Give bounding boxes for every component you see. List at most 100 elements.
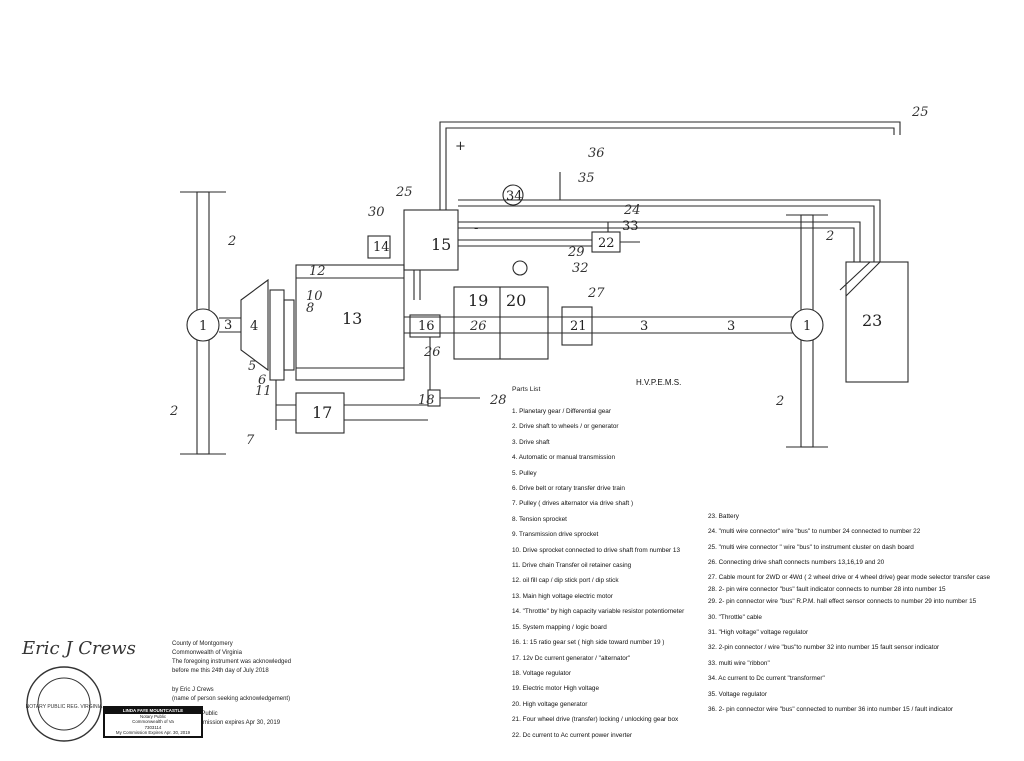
part-item: 7. Pulley ( drives alternator via drive …: [512, 500, 634, 508]
label-30: 30: [368, 205, 385, 220]
stamp-line: Commonwealth of Va: [132, 719, 174, 725]
motor-generator-19-20: [453, 286, 549, 360]
part-item: 20. High voltage generator: [512, 700, 588, 708]
label-36: 36: [588, 146, 605, 161]
throttle-14: [367, 235, 391, 259]
part-item: 9. Transmission drive sprocket: [512, 531, 599, 539]
signature: Eric J Crews: [22, 638, 136, 659]
label-10: 10: [306, 289, 323, 304]
part-item: 33. multi wire "ribbon": [708, 659, 770, 667]
right-differential: [790, 308, 824, 342]
label-24: 24: [623, 203, 641, 218]
diagram-title: H.V.P.E.M.S.: [636, 378, 681, 387]
part-item: 12. oil fill cap / dip stick port / dip …: [512, 577, 619, 585]
stamp-line: Notary Public: [139, 713, 167, 719]
label-1a: 1: [199, 319, 207, 334]
label-1b: 1: [803, 319, 811, 334]
label-27: 27: [587, 286, 605, 301]
transfer-box-21: [561, 306, 593, 346]
label-20: 20: [506, 291, 526, 310]
label-26b: 26: [423, 345, 441, 360]
part-item: 34. Ac current to Dc current "transforme…: [708, 675, 825, 683]
label-13: 13: [342, 309, 362, 328]
label-3c: 3: [727, 319, 735, 334]
stamp-line: 7303114: [144, 724, 162, 730]
label-32: 32: [572, 261, 589, 276]
transmission: [240, 278, 269, 372]
part-item: 36. 2- pin connector wire "bus" connecte…: [708, 706, 954, 714]
label-22: 22: [598, 236, 615, 251]
part-item: 31. "High voltage" voltage regulator: [708, 629, 809, 637]
ack-line-4: (name of person seeking acknowledgement): [172, 696, 291, 702]
part-item: 16. 1: 15 ratio gear set ( high side tow…: [512, 639, 665, 647]
alternator-17: [295, 392, 345, 434]
notary-stamp: LINDA FAYE MOUNTCASTLE Notary Public Com…: [103, 706, 203, 738]
label-5: 5: [248, 359, 256, 374]
label-3a: 3: [224, 318, 232, 333]
part-item: 3. Drive shaft: [512, 438, 550, 446]
ack-line-1: The foregoing instrument was acknowledge…: [172, 659, 292, 665]
label-34: 34: [506, 189, 523, 204]
part-item: 27. Cable mount for 2WD or 4Wd ( 2 wheel…: [708, 573, 991, 581]
label-17: 17: [312, 403, 332, 422]
part-item: 15. System mapping / logic board: [512, 623, 607, 631]
part-item: 14. "Throttle" by high capacity variable…: [512, 608, 685, 616]
notary-seal: NOTARY PUBLIC REG. VIRGINIA: [26, 666, 103, 742]
main-motor-13: [295, 264, 405, 381]
label-19: 19: [468, 291, 488, 310]
seal-text: NOTARY PUBLIC REG. VIRGINIA: [26, 704, 103, 710]
part-item: 23. Battery: [708, 513, 739, 520]
label-23: 23: [862, 311, 882, 330]
parts-list-column-1: 1. Planetary gear / Differential gear 2.…: [512, 404, 684, 743]
part-item: 4. Automatic or manual transmission: [512, 454, 616, 462]
county-line: County of Montgomery: [172, 641, 233, 647]
part-item: 21. Four wheel drive (transfer) locking …: [512, 716, 679, 724]
label-12: 12: [309, 264, 326, 279]
part-item: 11. Drive chain Transfer oil retainer ca…: [512, 562, 632, 570]
part-item: 10. Drive sprocket connected to drive sh…: [512, 546, 681, 554]
label-21: 21: [570, 319, 587, 334]
part-item: 29. 2- pin connector wire "bus" R.P.M. h…: [708, 597, 977, 605]
part-item: 1. Planetary gear / Differential gear: [512, 408, 611, 415]
part-item: 18. Voltage regulator: [512, 669, 571, 677]
ack-line-2: before me this 24th day of July 2018: [172, 668, 269, 674]
part-item: 5. Pulley: [512, 469, 537, 477]
label-2b: 2: [169, 404, 178, 419]
expires-line: My commission expires Apr 30, 2019: [182, 720, 281, 726]
label-2d: 2: [775, 394, 784, 409]
label-33: 33: [622, 219, 639, 234]
label-26a: 26: [469, 319, 487, 334]
part-item: 8. Tension sprocket: [512, 515, 567, 523]
label-15: 15: [431, 235, 451, 254]
parts-list-heading: Parts List: [512, 386, 541, 393]
label-2a: 2: [227, 234, 236, 249]
transformer-34: [502, 184, 524, 206]
commonwealth: Commonwealth of Virginia: [172, 650, 242, 656]
gear-set-16: [409, 314, 441, 338]
label-2c: 2: [825, 229, 834, 244]
part-item: 25. "multi wire connector " wire "bus" t…: [708, 543, 914, 551]
battery-23: [845, 261, 909, 383]
label-7: 7: [246, 433, 255, 448]
part-item: 22. Dc current to Ac current power inver…: [512, 731, 633, 739]
label-18: 18: [418, 393, 435, 408]
by-line: by Eric J Crews: [172, 687, 214, 693]
parts-list-column-2: 23. Battery 24. "multi wire connector" w…: [708, 509, 993, 717]
part-item: 30. "Throttle" cable: [708, 613, 762, 621]
label-plus: +: [455, 139, 466, 154]
part-item: 26. Connecting drive shaft connects numb…: [708, 559, 885, 567]
part-item: 2. Drive shaft to wheels / or generator: [512, 423, 619, 431]
part-item: 28. 2- pin wire connector "bus" fault in…: [708, 585, 946, 593]
part-item: 24. "multi wire connector" wire "bus" to…: [708, 528, 921, 536]
label-4: 4: [250, 319, 258, 334]
stamp-name: LINDA FAYE MOUNTCASTLE: [105, 708, 201, 714]
label-25b: 25: [395, 185, 413, 200]
part-item: 13. Main high voltage electric motor: [512, 592, 613, 600]
left-differential: [186, 308, 220, 342]
label-25a: 25: [911, 105, 929, 120]
label-16: 16: [418, 319, 435, 334]
label-14: 14: [373, 240, 390, 255]
part-item: 35. Voltage regulator: [708, 690, 767, 698]
label-35: 35: [578, 171, 595, 186]
